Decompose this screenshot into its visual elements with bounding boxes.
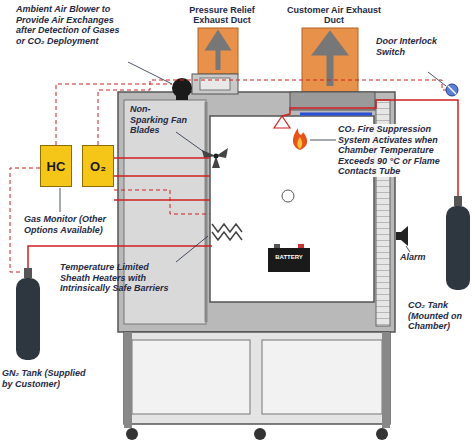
callout-text: Temperature Limited Sheath Heaters with … bbox=[60, 262, 176, 294]
flame bbox=[293, 128, 307, 150]
callout-text: Non-Sparking Fan Blades bbox=[130, 104, 188, 136]
node-text: O₂ bbox=[90, 159, 106, 174]
gas-lines bbox=[28, 100, 458, 268]
leader-lines bbox=[60, 62, 446, 262]
control-wires bbox=[10, 80, 446, 272]
node-text: Pressure Relief Exhaust Duct bbox=[172, 5, 272, 26]
callout-text: Door Interlock Switch bbox=[376, 36, 438, 57]
alarm-speaker bbox=[396, 226, 408, 246]
node-text: HC bbox=[47, 159, 66, 174]
air-blower bbox=[172, 74, 238, 100]
base-cabinet bbox=[124, 332, 390, 440]
gas-monitor-box: O₂ bbox=[82, 145, 114, 187]
callout-text: Alarm bbox=[400, 252, 440, 263]
callout-text: Gas Monitor (Other Options Available) bbox=[24, 214, 124, 235]
door-interlock-switch bbox=[446, 84, 458, 96]
battery bbox=[268, 244, 310, 272]
callout-text: Ambient Air Blower to Provide Air Exchan… bbox=[16, 4, 128, 46]
co2-tank bbox=[446, 196, 470, 290]
node-text: Customer Air Exhaust Duct bbox=[284, 5, 384, 26]
co2-nozzle bbox=[274, 116, 290, 128]
gn2-tank bbox=[16, 268, 40, 360]
customer-exhaust-duct bbox=[302, 28, 358, 92]
callout-text: GN₂ Tank (Supplied by Customer) bbox=[2, 368, 98, 389]
pressure-relief-duct bbox=[198, 28, 238, 74]
gas-monitor-box: HC bbox=[40, 145, 72, 187]
sheath-heater bbox=[212, 224, 242, 240]
sample-port bbox=[282, 190, 294, 202]
callout-text: CO₂ Tank (Mounted on Chamber) bbox=[408, 300, 472, 332]
duct-heading: Pressure Relief Exhaust Duct bbox=[172, 2, 272, 28]
part-marking: BATTERY bbox=[268, 254, 310, 261]
duct-heading: Customer Air Exhaust Duct bbox=[284, 2, 384, 28]
callout-text: CO₂ Fire Suppression System Activates wh… bbox=[338, 124, 442, 177]
